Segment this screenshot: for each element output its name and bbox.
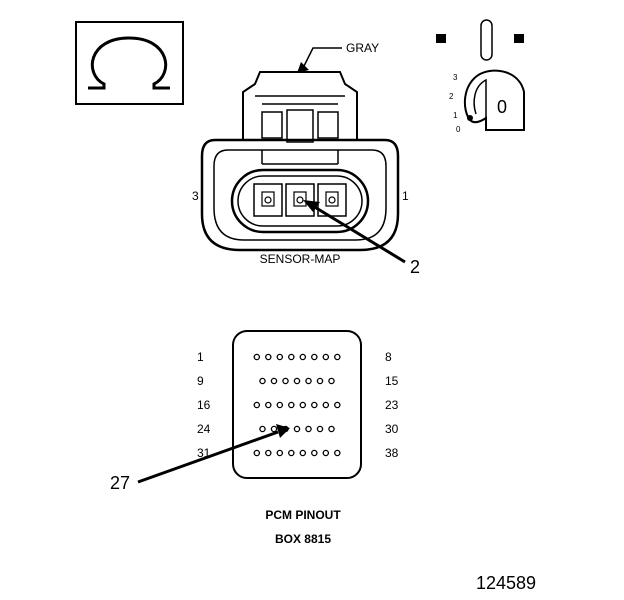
callout-2-arrow: [303, 200, 406, 264]
key-position-1: 1: [453, 111, 458, 120]
pcm-pin: [322, 401, 330, 409]
pcm-pin: [311, 449, 318, 457]
pcm-subtitle: BOX 8815: [275, 532, 331, 546]
pcm-pin: [305, 425, 312, 433]
color-label-group: GRAY: [297, 41, 379, 73]
pcm-pin: [322, 353, 330, 361]
pcm-pin: [288, 449, 295, 457]
pcm-row-right-label: 8: [385, 350, 392, 364]
connector-pin-right-label: 1: [402, 189, 409, 203]
pcm-pin-grid: [253, 353, 341, 457]
figure-id: 124589: [476, 573, 536, 593]
pcm-pin: [270, 377, 278, 385]
callout-27-arrow: [137, 424, 290, 484]
pcm-pin: [270, 425, 278, 433]
pcm-pin: [276, 353, 284, 361]
connector-callout-label: 2: [410, 257, 420, 277]
pcm-pin: [253, 401, 261, 409]
pcm-pin: [293, 425, 301, 433]
ignition-key-icon: 3 2 1 0 0: [436, 19, 525, 134]
pcm-pin: [334, 401, 341, 409]
key-position-3: 3: [453, 73, 458, 82]
pcm-pin: [293, 377, 301, 385]
pcm-pin: [288, 401, 295, 409]
key-letter: 0: [497, 97, 507, 117]
terminal-3: [253, 183, 283, 217]
key-position-0: 0: [456, 125, 461, 134]
pcm-pin: [334, 353, 341, 361]
pcm-pin: [265, 401, 272, 409]
sensor-map-connector: [200, 71, 400, 252]
pcm-pin: [276, 401, 284, 409]
pcm-row-right-label: 23: [385, 398, 399, 412]
pcm-pin: [299, 401, 307, 409]
pcm-pin: [311, 353, 318, 361]
pcm-pin: [276, 449, 284, 457]
key-position-2: 2: [449, 92, 454, 101]
pcm-row-left-label: 9: [197, 374, 204, 388]
pcm-pin: [259, 425, 266, 433]
pcm-pin: [305, 377, 312, 385]
pcm-row-left-label: 16: [197, 398, 211, 412]
pcm-pin: [253, 353, 261, 361]
pcm-pin: [328, 377, 335, 385]
pcm-pin: [299, 449, 307, 457]
pcm-pin: [316, 377, 324, 385]
pcm-pin: [299, 353, 307, 361]
pcm-row-left-label: 24: [197, 422, 211, 436]
pcm-pin: [316, 425, 324, 433]
pcm-connector: [232, 330, 362, 479]
pcm-pin: [328, 425, 335, 433]
pcm-pin: [265, 449, 272, 457]
pcm-pin: [253, 449, 261, 457]
connector-color-label: GRAY: [346, 41, 379, 55]
pcm-title: PCM PINOUT: [265, 508, 341, 522]
pcm-pin: [322, 449, 330, 457]
ohm-meter-icon: [75, 21, 184, 105]
pcm-pin: [259, 377, 266, 385]
pcm-pin: [265, 353, 272, 361]
pcm-row-right-label: 38: [385, 446, 399, 460]
connector-name-label: SENSOR-MAP: [260, 252, 341, 266]
pcm-row-right-label: 15: [385, 374, 399, 388]
terminal-2: [285, 183, 315, 217]
pcm-row-left-label: 1: [197, 350, 204, 364]
pcm-row-right-label: 30: [385, 422, 399, 436]
pcm-callout-label: 27: [110, 473, 130, 493]
pcm-pin: [282, 377, 289, 385]
pcm-pin: [334, 449, 341, 457]
pcm-pin: [311, 401, 318, 409]
connector-pin-left-label: 3: [192, 189, 199, 203]
pcm-pin: [288, 353, 295, 361]
